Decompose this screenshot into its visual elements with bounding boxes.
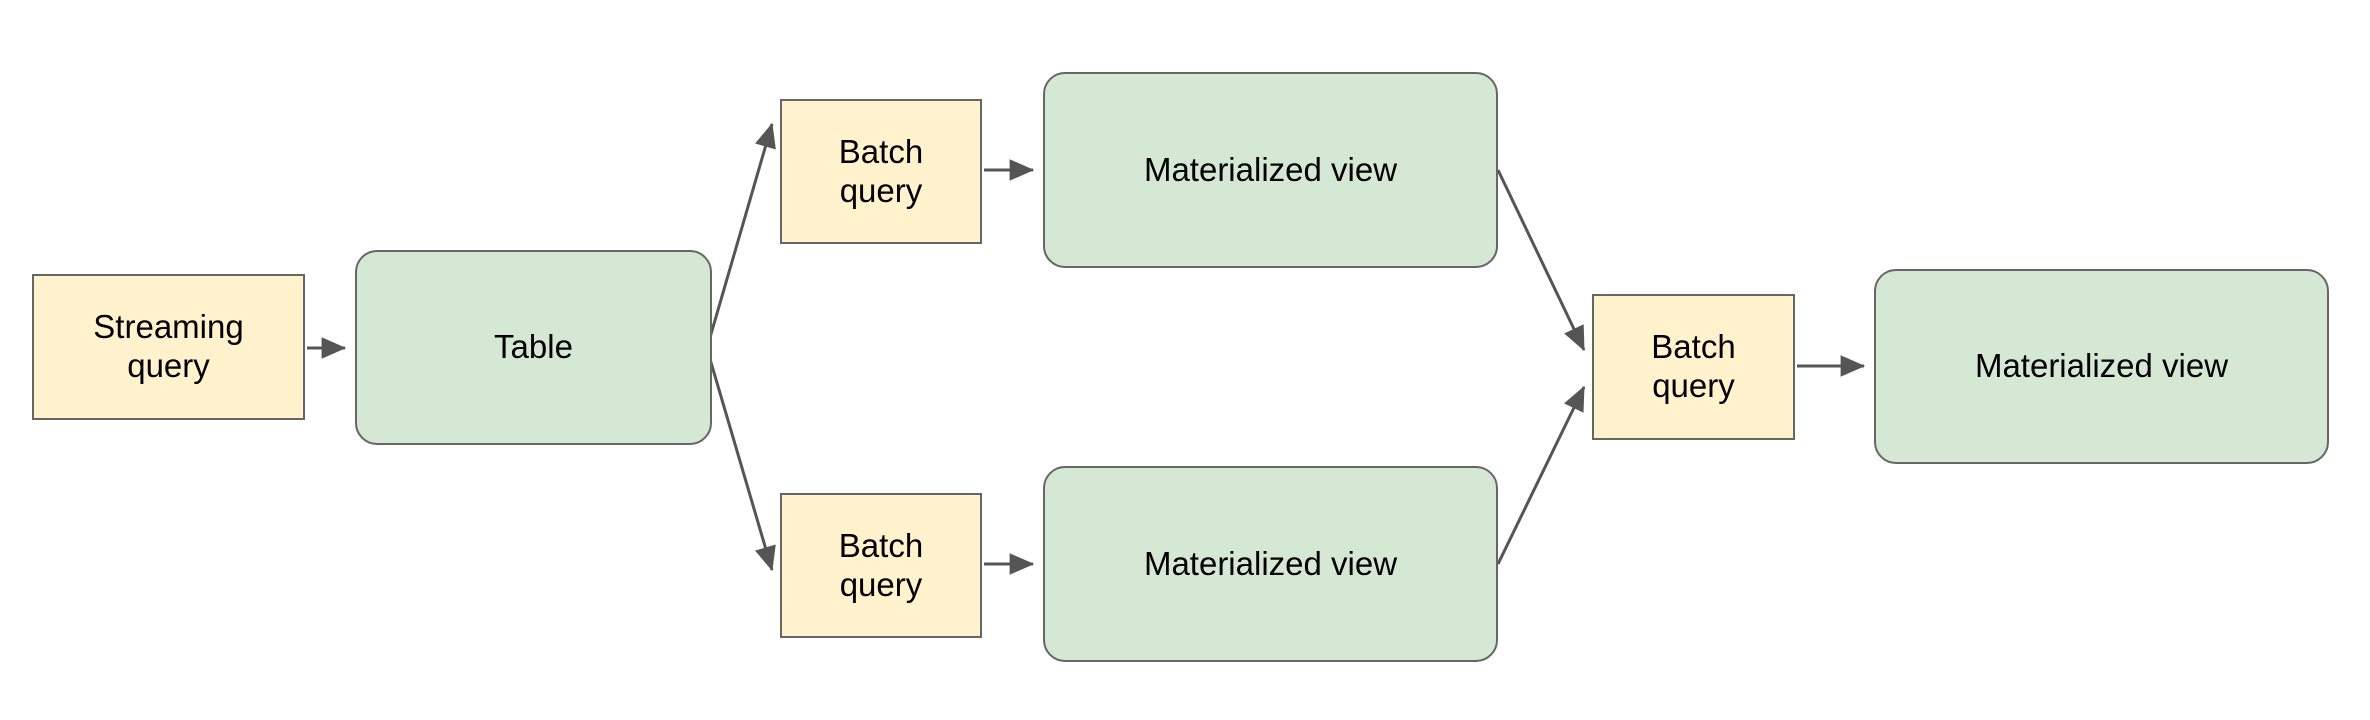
node-batch-query-merge[interactable]: Batch query (1592, 294, 1795, 440)
node-materialized-view-bottom[interactable]: Materialized view (1043, 466, 1498, 662)
edge-materialized-view-top-to-batch-query-merge (1496, 169, 1586, 352)
node-materialized-view-top[interactable]: Materialized view (1043, 72, 1498, 268)
node-label-materialized-view-top: Materialized view (1143, 150, 1398, 188)
node-label-materialized-view-bottom: Materialized view (1143, 544, 1398, 582)
node-table[interactable]: Table (355, 250, 712, 445)
edge-materialized-view-bottom-to-batch-query-merge (1496, 385, 1586, 565)
node-label-batch-query-merge: Batch query (1651, 328, 1736, 404)
node-materialized-view-final[interactable]: Materialized view (1874, 269, 2329, 464)
node-batch-query-bottom[interactable]: Batch query (780, 493, 982, 638)
node-label-materialized-view-final: Materialized view (1974, 347, 2229, 385)
node-label-batch-query-bottom: Batch query (838, 526, 924, 603)
node-batch-query-top[interactable]: Batch query (780, 99, 982, 244)
node-label-table: Table (494, 328, 573, 366)
node-label-batch-query-top: Batch query (838, 132, 924, 209)
node-streaming-query[interactable]: Streaming query (32, 274, 305, 420)
node-label-streaming-query: Streaming query (93, 308, 244, 384)
